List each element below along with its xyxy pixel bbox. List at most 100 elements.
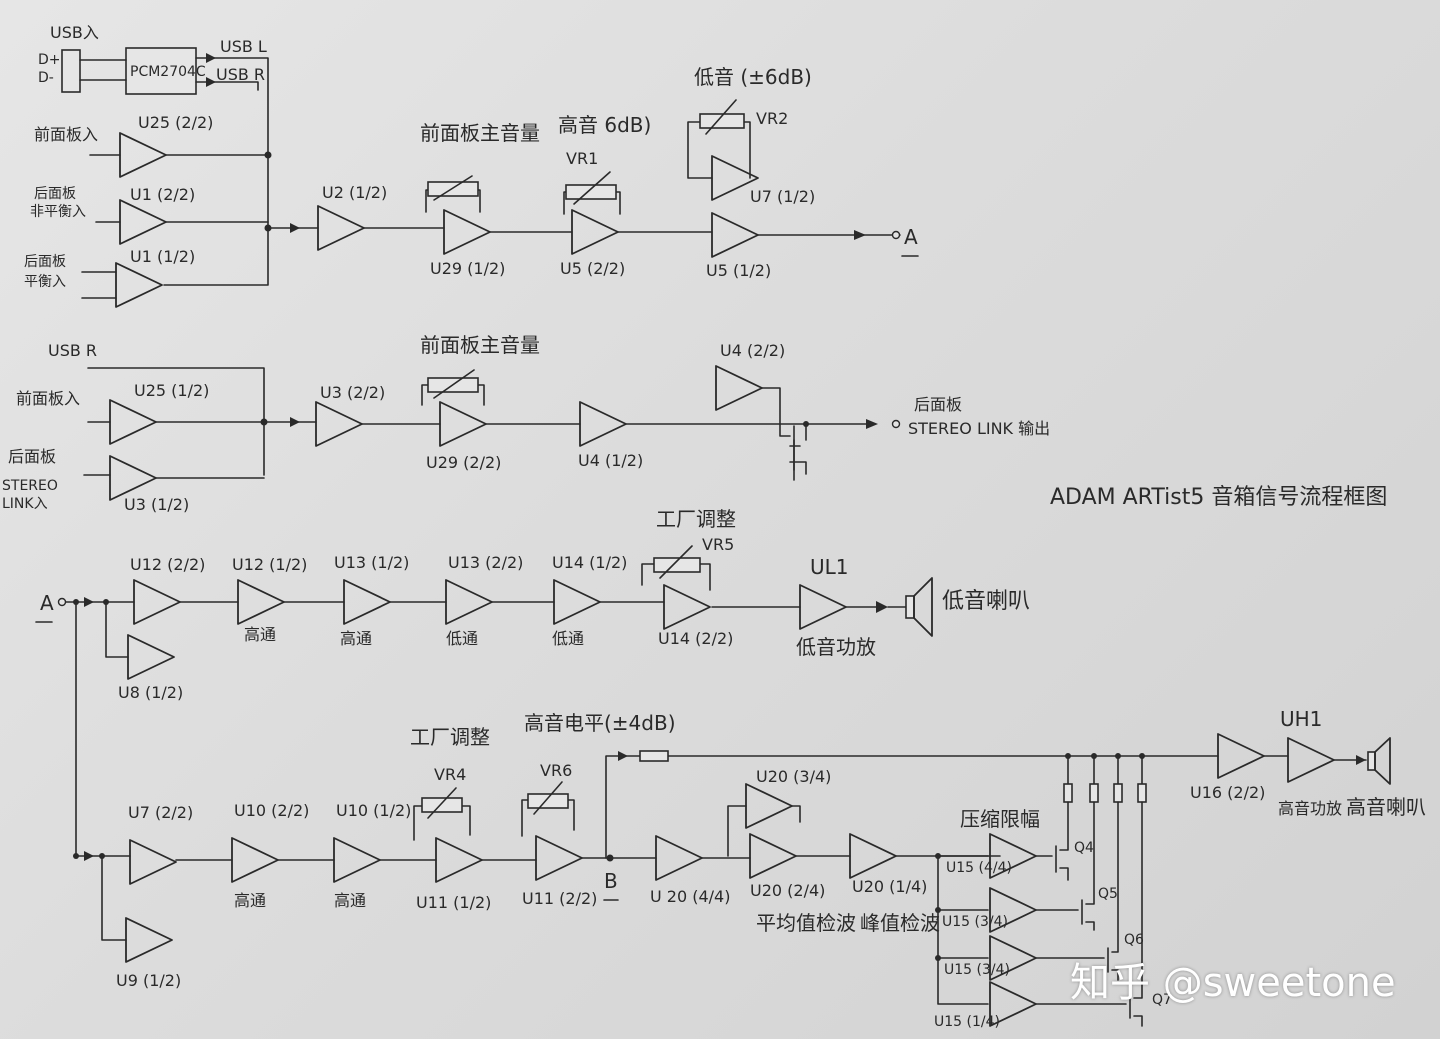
u10-2-amp [231, 837, 279, 883]
vr1-pot [565, 184, 617, 200]
usb-chip-label: PCM2704C [130, 64, 206, 80]
tweeter-stage-1: 高通 [234, 891, 266, 910]
woofer-chain: A U12 (2/2) U8 (1/2) U12 (1/2) 高通 U13 (1… [35, 507, 1030, 857]
limiter-label: 压缩限幅 [960, 807, 1040, 831]
vr4-pot [421, 797, 463, 813]
woofer-factory-adj: 工厂调整 [656, 507, 736, 531]
u25-2-label: U25 (2/2) [138, 113, 213, 132]
u4-2-label: U4 (2/2) [720, 341, 785, 360]
u29-1-amp [443, 209, 491, 255]
u13-1-label: U13 (1/2) [334, 553, 409, 572]
bypass-resistor [639, 750, 669, 762]
bass-amp-label: 低音功放 [796, 635, 876, 659]
u29-2-label: U29 (2/2) [426, 453, 501, 472]
pcm2704-chip [125, 47, 197, 95]
u29-2-amp [439, 401, 487, 447]
u15-1-label: U15 (1/4) [934, 1014, 1000, 1030]
u11-1-amp [435, 837, 483, 883]
u25-2-amp [119, 132, 167, 178]
tweeter-factory-adj: 工厂调整 [410, 725, 490, 749]
resistor-q5 [1089, 783, 1099, 803]
usb-r-2-label: USB R [48, 341, 97, 360]
u20-4-amp [655, 835, 703, 881]
u29-1-label: U29 (1/2) [430, 259, 505, 278]
u9-1-label: U9 (1/2) [116, 971, 181, 990]
tweeter-speaker-body [1367, 751, 1376, 771]
u9-1-amp [125, 917, 173, 963]
q6-label: Q6 [1124, 932, 1144, 948]
usb-connector [61, 49, 81, 93]
u7-2-label: U7 (2/2) [128, 803, 193, 822]
u5-1-amp [711, 212, 759, 258]
ul1-amp [799, 584, 847, 630]
q7-label: Q7 [1152, 992, 1172, 1008]
u13-1-amp [343, 579, 391, 625]
u5-2-label: U5 (2/2) [560, 259, 625, 278]
front-in-label: 前面板入 [34, 125, 98, 144]
bass-speaker-label: 低音喇叭 [942, 589, 1030, 614]
u25-1-label: U25 (1/2) [134, 381, 209, 400]
rear-unbal-label-1: 后面板 [34, 186, 76, 202]
stereo-link-in-1: STEREO [2, 478, 58, 494]
stereo-link-out-1: 后面板 [914, 395, 962, 414]
u1-2-amp [119, 199, 167, 245]
woofer-stage-2: 高通 [340, 629, 372, 648]
u12-1-amp [237, 579, 285, 625]
vr5-pot [653, 557, 701, 573]
top-section: PCM2704C USB入 D+ D- USB L USB R 前面板入 U25… [24, 23, 919, 308]
vr2-label: VR2 [756, 109, 788, 128]
u4-1-amp [579, 401, 627, 447]
bass-label: 低音 (±6dB) [694, 65, 812, 89]
watermark: 知乎 @sweetone [1070, 960, 1396, 1006]
u4-2-amp [715, 365, 763, 411]
vr6-pot [527, 793, 569, 809]
vr4-label: VR4 [434, 765, 466, 784]
rear-panel-2-label: 后面板 [8, 447, 56, 466]
front-vol-label: 前面板主音量 [420, 121, 540, 145]
tweeter-stage-2: 高通 [334, 891, 366, 910]
woofer-stage-3: 低通 [446, 629, 478, 648]
u11-2-amp [535, 835, 583, 881]
u7-1-label: U7 (1/2) [750, 187, 815, 206]
u14-2-label: U14 (2/2) [658, 629, 733, 648]
treble-label: 高音 6dB) [558, 113, 651, 137]
u20-3-label: U20 (3/4) [756, 767, 831, 786]
q5-label: Q5 [1098, 886, 1118, 902]
resistor-q6 [1113, 783, 1123, 803]
u12-2-amp [133, 579, 181, 625]
u1-1-amp [115, 262, 163, 308]
u11-1-label: U11 (1/2) [416, 893, 491, 912]
u2-1-amp [317, 205, 365, 251]
resistor-q4 [1063, 783, 1073, 803]
woofer-stage-4: 低通 [552, 629, 584, 648]
ul1-label: UL1 [810, 555, 849, 579]
vr2-pot [699, 113, 745, 129]
treble-level-label: 高音电平(±4dB) [524, 711, 676, 735]
diagram-title: ADAM ARTist5 音箱信号流程框图 [1050, 485, 1387, 510]
u5-1-label: U5 (1/2) [706, 261, 771, 280]
usb-r-label: USB R [216, 65, 265, 84]
u3-2-label: U3 (2/2) [320, 383, 385, 402]
uh1-amp [1287, 737, 1335, 783]
rear-unbal-label-2: 非平衡入 [30, 204, 86, 220]
u12-1-label: U12 (1/2) [232, 555, 307, 574]
d-plus-label: D+ [38, 52, 61, 68]
input-a-label: A [40, 591, 54, 615]
stereo-link-out-2: STEREO LINK 输出 [908, 419, 1050, 438]
u3-2-amp [315, 401, 363, 447]
u10-1-amp [333, 837, 381, 883]
u20-2-label: U20 (2/4) [750, 881, 825, 900]
vr5-label: VR5 [702, 535, 734, 554]
u15-2-label: U15 (3/4) [944, 962, 1010, 978]
u20-2-amp [749, 833, 797, 879]
usb-in-label: USB入 [50, 23, 99, 42]
woofer-stage-1: 高通 [244, 625, 276, 644]
u14-2-amp [663, 584, 711, 630]
rear-bal-label-1: 后面板 [24, 254, 66, 270]
node-b-label: B [604, 869, 618, 893]
u20-4-label: U 20 (4/4) [650, 887, 730, 906]
u5-2-amp [571, 209, 619, 255]
u7-2-amp [129, 839, 177, 885]
